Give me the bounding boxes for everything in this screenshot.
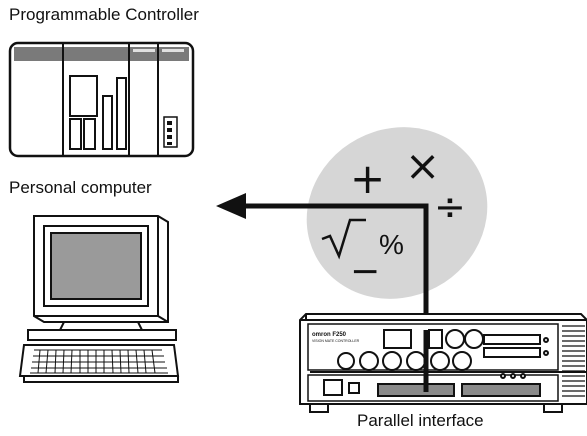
- times-operator: ×: [405, 141, 440, 190]
- plc-unit: [8, 41, 195, 158]
- device-brand-text: omron F250: [312, 332, 347, 338]
- divide-operator: ÷: [434, 185, 466, 229]
- sqrt-operator: [321, 218, 366, 260]
- personal-computer: [18, 215, 180, 383]
- pc-label: Personal computer: [9, 178, 152, 197]
- controller-device: [299, 313, 587, 413]
- minus-operator: −: [350, 251, 380, 292]
- plus-operator: +: [350, 154, 385, 203]
- device-model-text: VISION MATE CONTROLLER: [312, 339, 360, 343]
- percent-operator: %: [379, 229, 404, 260]
- parallel-interface-label: Parallel interface: [357, 411, 484, 430]
- plc-label: Programmable Controller: [9, 5, 199, 24]
- calculation-ellipse: [306, 127, 488, 299]
